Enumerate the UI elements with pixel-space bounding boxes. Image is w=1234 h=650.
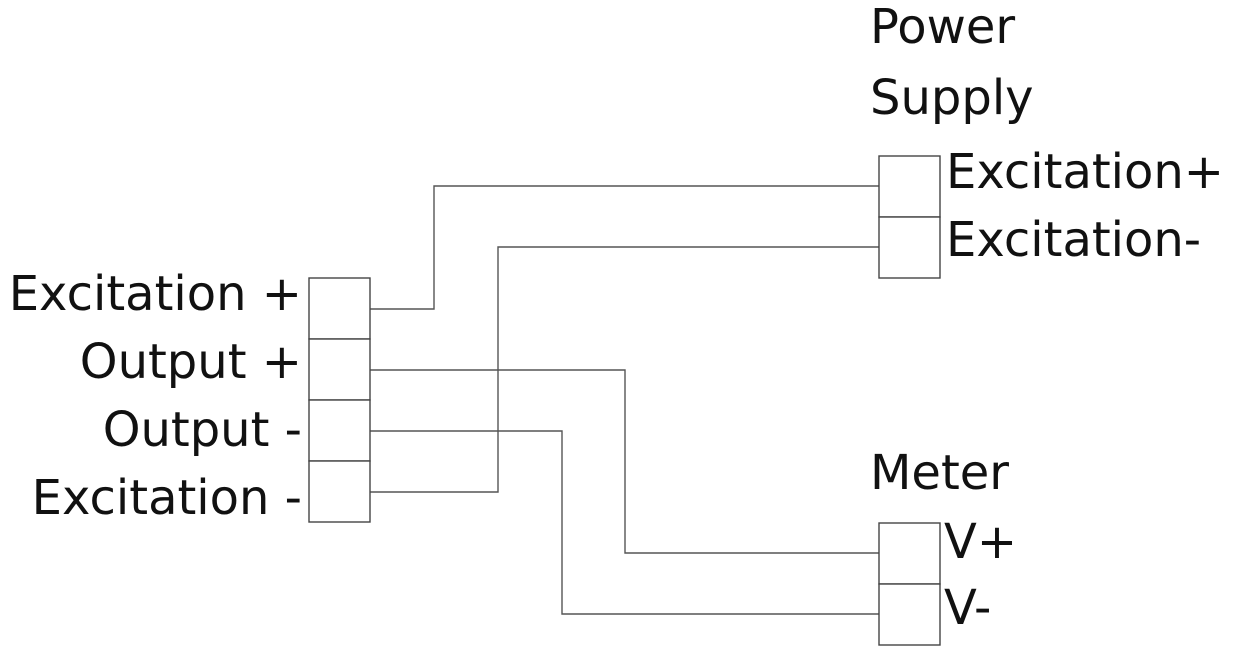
meter-label-v-negative: V- [944,580,992,636]
power-supply-title-line1: Power [870,0,1016,55]
power-supply-title-line2: Supply [870,70,1034,126]
meter-terminal-block [878,522,941,646]
sensor-label-excitation-positive: Excitation + [8,266,302,322]
terminal-output-positive [308,338,371,401]
sensor-label-excitation-negative: Excitation - [31,470,302,526]
sensor-label-output-positive: Output + [79,334,302,390]
wire-output-negative [370,430,879,615]
meter-label-v-positive: V+ [944,514,1018,570]
terminal-excitation-negative [308,460,371,523]
sensor-label-output-negative: Output - [102,402,302,458]
power-supply-label-excitation-negative: Excitation- [946,212,1202,268]
power-supply-terminal-block [878,155,941,279]
meter-terminal-v-negative [878,583,941,646]
meter-terminal-v-positive [878,522,941,585]
power-supply-label-excitation-positive: Excitation+ [946,144,1225,200]
terminal-excitation-positive [308,277,371,340]
terminal-output-negative [308,399,371,462]
power-supply-terminal-excitation-positive [878,155,941,218]
meter-title: Meter [870,445,1010,501]
wire-output-positive [370,369,879,554]
power-supply-terminal-excitation-negative [878,216,941,279]
wire-excitation-positive [370,185,879,310]
sensor-terminal-block [308,277,371,523]
